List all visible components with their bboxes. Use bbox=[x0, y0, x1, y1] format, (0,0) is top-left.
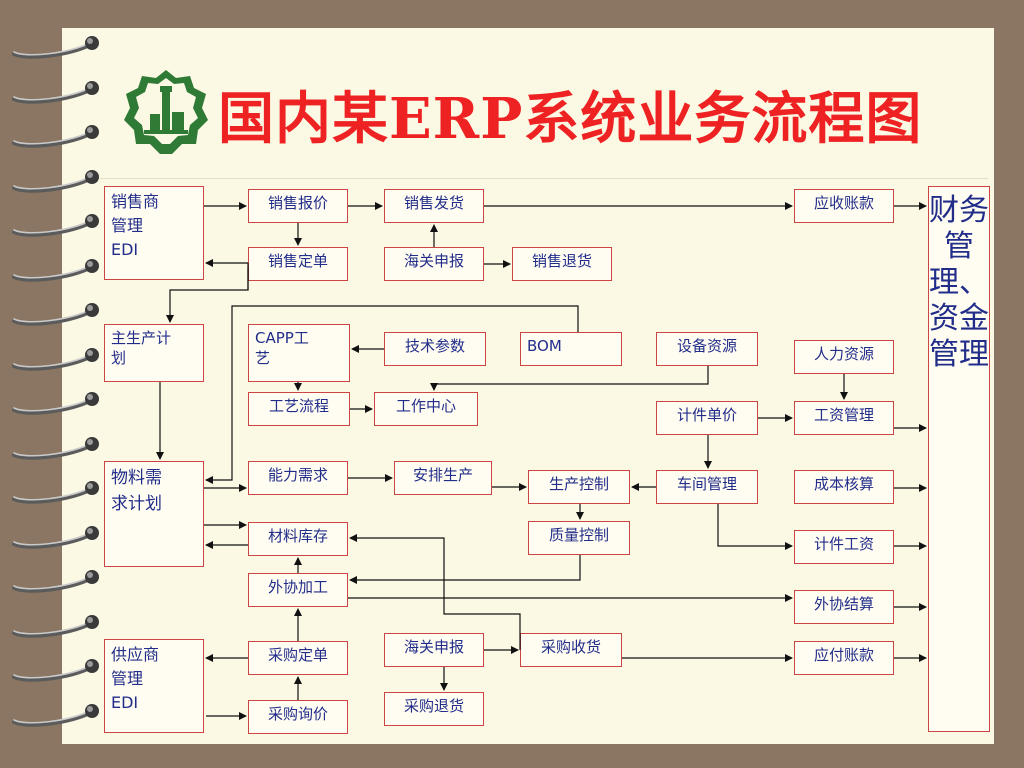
node-customs-sales: 海关申报 bbox=[384, 247, 484, 281]
node-bom: BOM bbox=[520, 332, 622, 366]
node-finance: 财务管理、资金管理 bbox=[928, 186, 990, 732]
node-purchase-return: 采购退货 bbox=[384, 692, 484, 726]
binding-ring bbox=[12, 436, 99, 460]
binding-ring bbox=[12, 125, 99, 148]
arrow-workshop-to-piecewage bbox=[717, 504, 793, 550]
node-hr: 人力资源 bbox=[794, 340, 894, 374]
node-outsourcing: 外协加工 bbox=[248, 573, 348, 607]
node-routing: 工艺流程 bbox=[248, 392, 350, 426]
binding-ring bbox=[12, 659, 99, 682]
binding-ring bbox=[12, 214, 99, 237]
university-logo-icon bbox=[124, 70, 208, 154]
node-purchase-order: 采购定单 bbox=[248, 641, 348, 675]
node-inventory: 材料库存 bbox=[248, 522, 348, 556]
arrow-receipt-to-inventory bbox=[349, 534, 521, 650]
node-outsourcing-settle: 外协结算 bbox=[794, 590, 894, 624]
notebook-page bbox=[62, 28, 994, 744]
node-purchase-inquiry: 采购询价 bbox=[248, 700, 348, 734]
node-cost: 成本核算 bbox=[794, 470, 894, 504]
node-scheduling: 安排生产 bbox=[394, 461, 492, 495]
node-prod-control: 生产控制 bbox=[528, 470, 630, 504]
arrow-bom-to-mrp bbox=[205, 305, 579, 484]
binding-ring bbox=[12, 36, 99, 59]
node-purchase-receipt: 采购收货 bbox=[520, 633, 622, 667]
node-work-center: 工作中心 bbox=[374, 392, 478, 426]
node-piece-wage: 计件工资 bbox=[794, 530, 894, 564]
node-capp: CAPP工 艺 bbox=[248, 324, 350, 382]
node-mrp: 物料需 求计划 bbox=[104, 461, 204, 567]
node-mps: 主生产计 划 bbox=[104, 324, 204, 382]
binding-ring bbox=[12, 80, 99, 104]
node-equipment: 设备资源 bbox=[656, 332, 758, 366]
binding-ring bbox=[12, 347, 99, 371]
binding-ring bbox=[12, 570, 99, 593]
binding-ring bbox=[12, 481, 99, 504]
arrow-quality-to-outsourcing bbox=[349, 555, 581, 584]
arrow-equipment-to-workcenter bbox=[430, 366, 709, 391]
node-supplier-edi: 供应商 管理 EDI bbox=[104, 639, 204, 733]
page-title: 国内某ERP系统业务流程图 bbox=[218, 86, 923, 152]
binding-ring bbox=[12, 703, 99, 727]
binding-ring bbox=[12, 303, 99, 326]
node-tech-params: 技术参数 bbox=[384, 332, 486, 366]
node-sales-ship: 销售发货 bbox=[384, 189, 484, 223]
node-sales-edi: 销售商 管理 EDI bbox=[104, 186, 204, 280]
binding-ring bbox=[12, 258, 99, 282]
node-receivable: 应收账款 bbox=[794, 189, 894, 223]
binding-ring bbox=[12, 169, 99, 193]
binding-ring bbox=[12, 525, 99, 549]
node-sales-quote: 销售报价 bbox=[248, 189, 348, 223]
binding-ring bbox=[12, 614, 99, 638]
binding-ring bbox=[12, 392, 99, 415]
node-quality: 质量控制 bbox=[528, 521, 630, 555]
title-divider bbox=[100, 178, 988, 179]
node-wage-mgmt: 工资管理 bbox=[794, 401, 894, 435]
node-sales-order: 销售定单 bbox=[248, 247, 348, 281]
node-piece-price: 计件单价 bbox=[656, 401, 758, 435]
node-customs-purchase: 海关申报 bbox=[384, 633, 484, 667]
node-sales-return: 销售退货 bbox=[512, 247, 612, 281]
arrow-order-to-mps bbox=[166, 268, 249, 323]
node-workshop: 车间管理 bbox=[656, 470, 758, 504]
node-capacity: 能力需求 bbox=[248, 461, 348, 495]
node-payable: 应付账款 bbox=[794, 641, 894, 675]
